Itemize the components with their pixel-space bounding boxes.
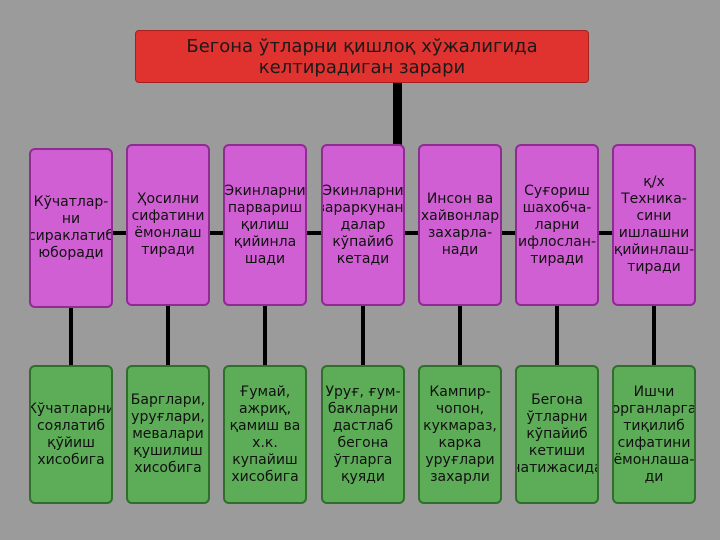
top-node-5: Инсон ва хайвонлар захарла-нади: [418, 144, 502, 306]
vertical-connector-4: [361, 306, 365, 366]
vertical-connector-6: [555, 306, 559, 366]
bottom-node-5: Кампир-чопон, кукмараз, карка уруғлари з…: [418, 365, 502, 504]
vertical-connector-3: [263, 306, 267, 366]
top-node-7: қ/х Техника-сини ишлашни қийинлаш-тиради: [612, 144, 696, 306]
top-node-3: Экинларни парвариш қилиш қийинла шади: [223, 144, 307, 306]
bottom-node-4: Уруғ, ғум-бакларни дастлаб бегона ўтларг…: [321, 365, 405, 504]
bottom-node-2: Барглари, уруғлари, мевалари қушилиш хис…: [126, 365, 210, 504]
top-node-4: Экинларни зараркунан-далар кўпайиб кетад…: [321, 144, 405, 306]
trunk-connector: [393, 50, 402, 234]
diagram-title: Бегона ўтларни қишлоқ хўжалигида келтира…: [135, 30, 589, 83]
vertical-connector-1: [69, 306, 73, 366]
top-node-2: Ҳосилни сифатини ёмонлаш тиради: [126, 144, 210, 306]
bottom-node-7: Ишчи органларга тиқилиб сифатини ёмонлаш…: [612, 365, 696, 504]
bottom-node-1: Кўчатларни соялатиб қўйиш хисобига: [29, 365, 113, 504]
top-node-1: Кўчатлар-ни сираклатиб юборади: [29, 148, 113, 308]
bottom-node-6: Бегона ўтларни кўпайиб кетиши натижасида: [515, 365, 599, 504]
vertical-connector-7: [652, 306, 656, 366]
bottom-node-3: Ғумай, ажриқ, қамиш ва х.к. купайиш хисо…: [223, 365, 307, 504]
top-node-6: Суғориш шахобча-ларни ифлослан-тиради: [515, 144, 599, 306]
vertical-connector-5: [458, 306, 462, 366]
vertical-connector-2: [166, 306, 170, 366]
